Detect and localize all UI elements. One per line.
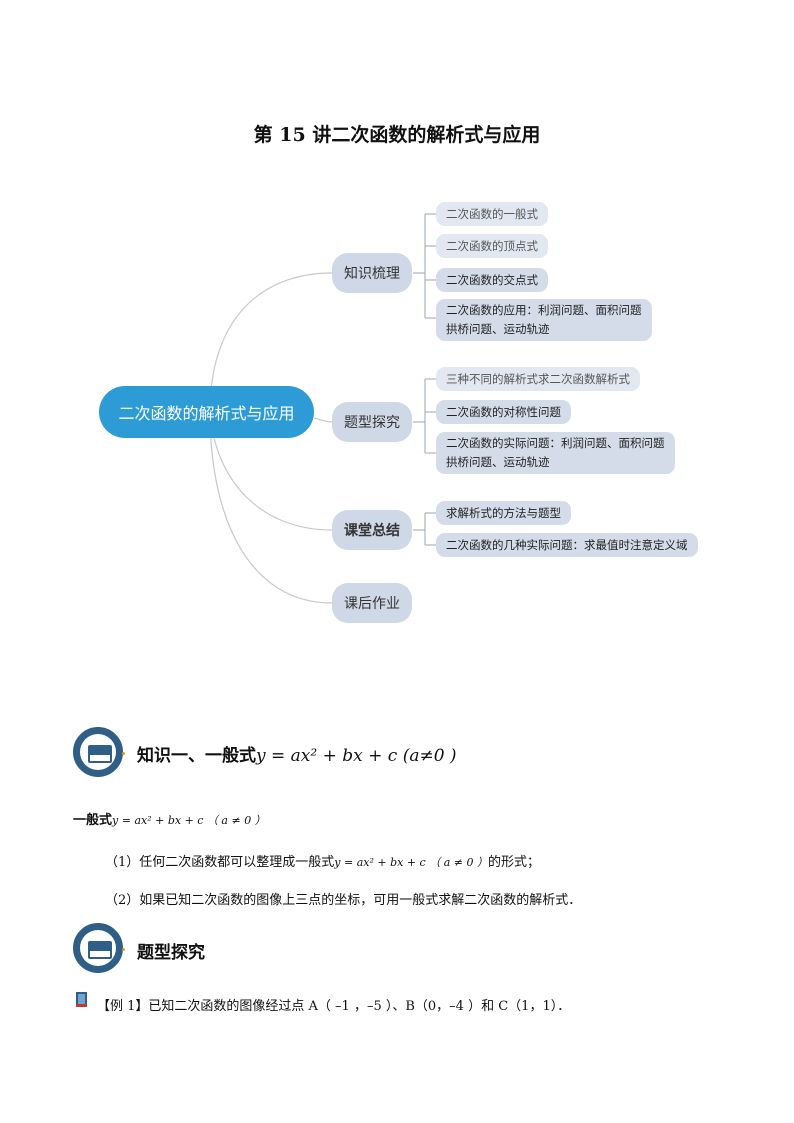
mindmap-connectors (209, 213, 436, 604)
leaf-domain-note: 二次函数的几种实际问题：求最值时注意定义域 (436, 533, 698, 557)
book-icon (73, 727, 125, 777)
leaf-line: 拱桥问题、运动轨迹 (446, 455, 550, 469)
p1-text-b: 的形式； (487, 855, 540, 870)
bookmark-icon (76, 992, 87, 1007)
section2-title: 题型探究 (137, 943, 205, 963)
branch-summary: 课堂总结 (332, 510, 412, 550)
p1-text-a: （1）任何二次函数都可以整理成一般式 (105, 855, 335, 870)
section1-formula: y = ax² + bx + c (a≠0 ) (256, 746, 457, 766)
example-1: 【例 1】已知二次函数的图像经过点 A（ –1 ，–5 ）、B（0，–4 ）和 … (97, 999, 571, 1014)
leaf-line: 二次函数的应用：利润问题、面积问题 (446, 303, 642, 317)
leaf-methods: 求解析式的方法与题型 (436, 501, 571, 525)
general-label: 一般式 (73, 813, 113, 828)
leaf-vertex-form: 二次函数的顶点式 (436, 234, 548, 258)
leaf-practical-problems: 二次函数的实际问题：利润问题、面积问题 拱桥问题、运动轨迹 (436, 432, 675, 474)
mindmap-root: 二次函数的解析式与应用 (99, 386, 314, 438)
p1-formula: y = ax² + bx + c （ a ≠ 0 ） (334, 856, 488, 869)
leaf-line: 拱桥问题、运动轨迹 (446, 322, 550, 336)
leaf-three-forms: 三种不同的解析式求二次函数解析式 (436, 367, 640, 391)
branch-knowledge: 知识梳理 (332, 253, 412, 293)
branch-problem-types: 题型探究 (332, 402, 412, 442)
book-icon (73, 923, 125, 973)
general-formula: y = ax² + bx + c （ a ≠ 0 ） (112, 814, 266, 827)
leaf-symmetry: 二次函数的对称性问题 (436, 400, 571, 424)
page-title: 第 15 讲二次函数的解析式与应用 (253, 124, 541, 146)
leaf-intercept-form: 二次函数的交点式 (436, 268, 548, 292)
leaf-general-form: 二次函数的一般式 (436, 202, 548, 226)
general-form-line: 一般式y = ax² + bx + c （ a ≠ 0 ） (73, 812, 266, 830)
paragraph-2: （2）如果已知二次函数的图像上三点的坐标，可用一般式求解二次函数的解析式． (105, 893, 582, 908)
branch-homework: 课后作业 (332, 583, 412, 623)
paragraph-1: （1）任何二次函数都可以整理成一般式y = ax² + bx + c （ a ≠… (105, 854, 540, 872)
leaf-line: 二次函数的实际问题：利润问题、面积问题 (446, 436, 665, 450)
leaf-applications: 二次函数的应用：利润问题、面积问题 拱桥问题、运动轨迹 (436, 299, 652, 341)
section1-title: 知识一、一般式y = ax² + bx + c (a≠0 ) (137, 741, 457, 766)
section1-title-text: 知识一、一般式 (137, 746, 256, 766)
